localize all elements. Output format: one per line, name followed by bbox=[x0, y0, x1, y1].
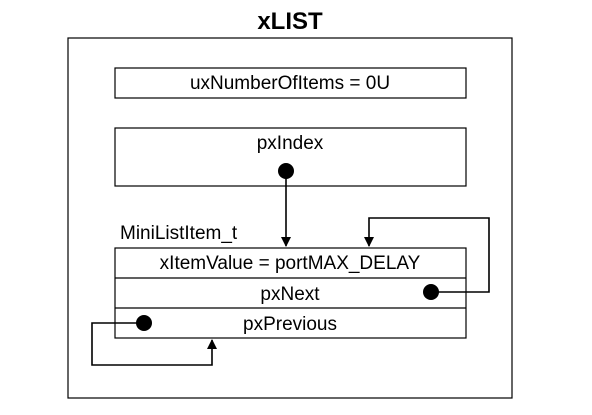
xlist-container bbox=[67, 37, 513, 399]
previous-label: pxPrevious bbox=[243, 314, 337, 335]
number-of-items-box bbox=[114, 67, 467, 99]
item-value-label: xItemValue = portMAX_DELAY bbox=[159, 253, 421, 274]
next-label: pxNext bbox=[260, 284, 320, 305]
mini-list-item-type-label: MiniListItem_t bbox=[120, 223, 238, 244]
index-label: pxIndex bbox=[256, 133, 324, 154]
next-pointer-arrow bbox=[364, 217, 490, 293]
mini-list-item-box bbox=[114, 247, 467, 339]
index-box bbox=[114, 127, 467, 187]
list-title: xLIST bbox=[257, 8, 323, 35]
number-of-items-label: uxNumberOfItems = 0U bbox=[189, 73, 391, 94]
previous-pointer-arrow bbox=[91, 322, 217, 366]
